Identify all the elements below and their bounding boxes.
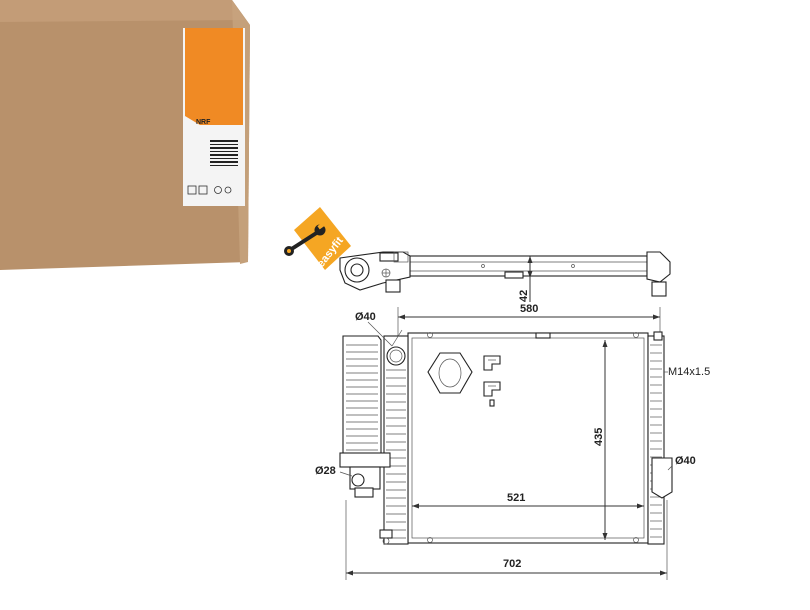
dim-core-height: 435 — [593, 428, 605, 446]
dim-702: 702 — [345, 500, 668, 580]
outlet-right — [651, 457, 673, 499]
dim-580: 580 — [397, 303, 661, 340]
dim-total-width: 702 — [503, 558, 521, 570]
dim-small-port: Ø28 — [315, 465, 336, 477]
box-logo: NRF — [196, 119, 211, 126]
right-tank — [647, 331, 665, 545]
product-box: NRF — [0, 0, 250, 270]
inlet-left — [386, 329, 406, 366]
dim-top-height: 42 — [518, 290, 530, 302]
expansion-tank-top — [339, 251, 411, 293]
wrench-icon — [284, 222, 326, 256]
dim-outlet-right: Ø40 — [675, 455, 696, 467]
left-tank — [383, 335, 409, 545]
expansion-tank — [339, 335, 391, 498]
box-label: NRF — [183, 28, 245, 206]
front-view: Ø40 Ø40 Ø28 M14x1.5 — [315, 311, 710, 545]
nut-icon — [427, 352, 473, 394]
dim-inlet-left: Ø40 — [355, 311, 376, 323]
dim-thread: M14x1.5 — [668, 366, 710, 378]
dim-521: 521 — [412, 492, 644, 509]
certification-marks — [187, 185, 232, 195]
dim-435: 435 — [593, 340, 608, 540]
dim-core-width: 521 — [507, 492, 525, 504]
barcode — [210, 140, 238, 166]
clip-icon — [483, 355, 501, 407]
dim-top-width: 580 — [520, 303, 538, 315]
top-view: 42 — [339, 251, 671, 302]
